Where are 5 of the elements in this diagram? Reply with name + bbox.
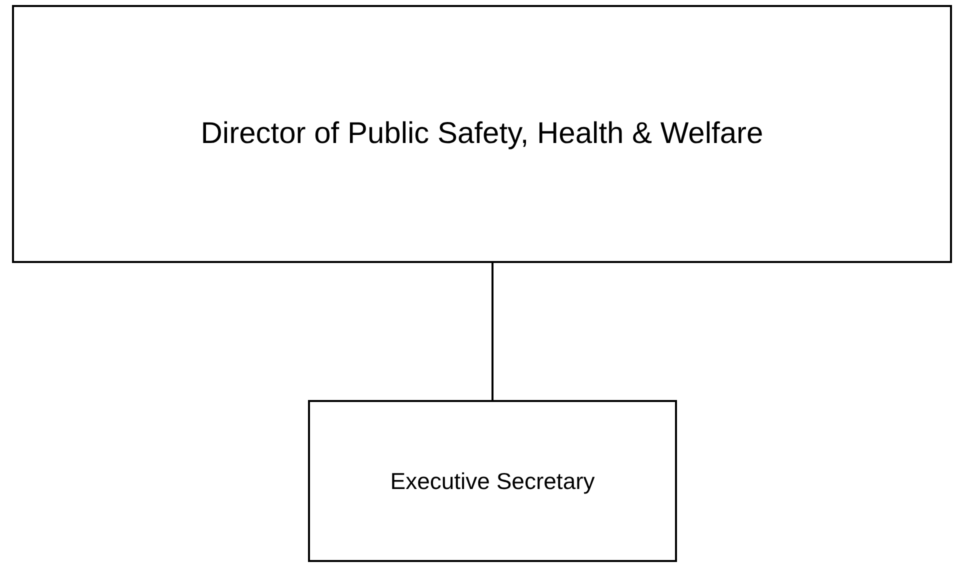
org-box <box>308 400 677 562</box>
role-title: Executive Secretary <box>390 468 595 494</box>
connector-line <box>492 263 494 400</box>
org-box <box>12 5 952 263</box>
role-title: Director of Public Safety, Health & Welfare <box>200 117 764 151</box>
